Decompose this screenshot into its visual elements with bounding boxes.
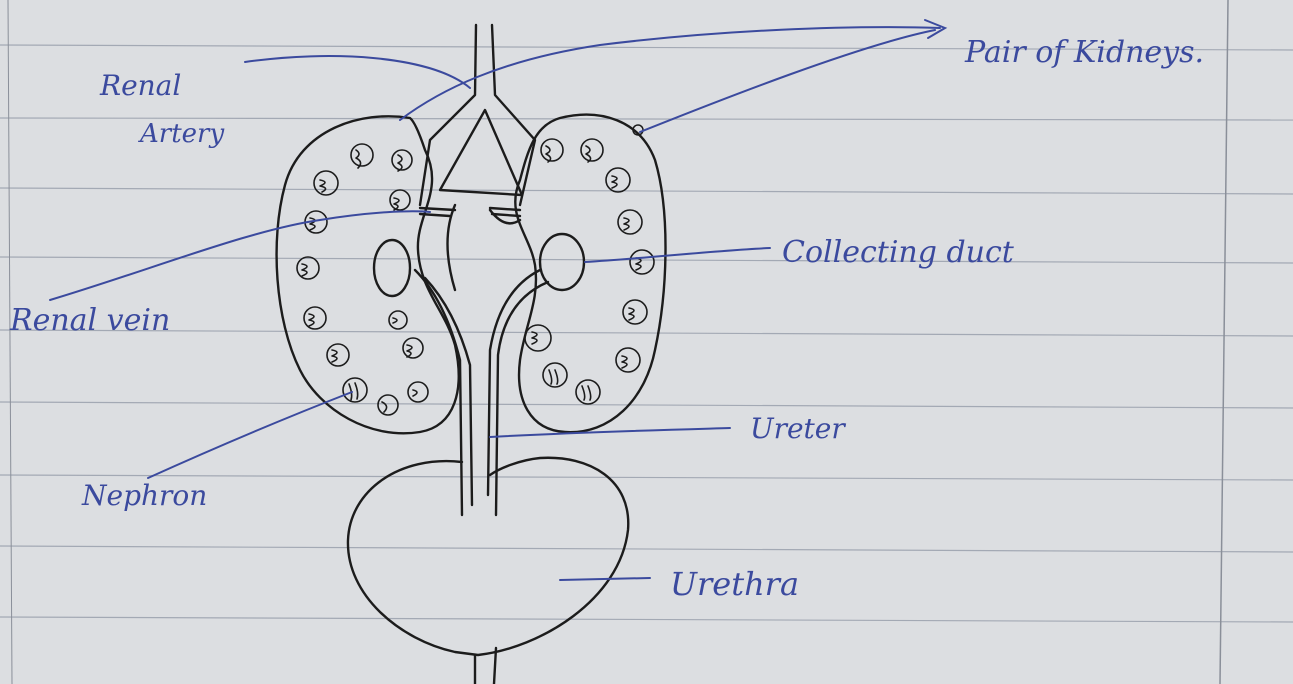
label-collecting-duct: Collecting duct (782, 235, 1015, 270)
label-renal-artery-line1: Renal (99, 69, 181, 102)
label-ureter: Ureter (750, 412, 846, 445)
label-nephron: Nephron (81, 479, 207, 512)
label-renal-artery-line2: Artery (138, 119, 224, 149)
label-renal-vein: Renal vein (9, 303, 170, 338)
label-pair-of-kidneys: Pair of Kidneys. (964, 35, 1204, 70)
label-urethra: Urethra (670, 565, 799, 603)
